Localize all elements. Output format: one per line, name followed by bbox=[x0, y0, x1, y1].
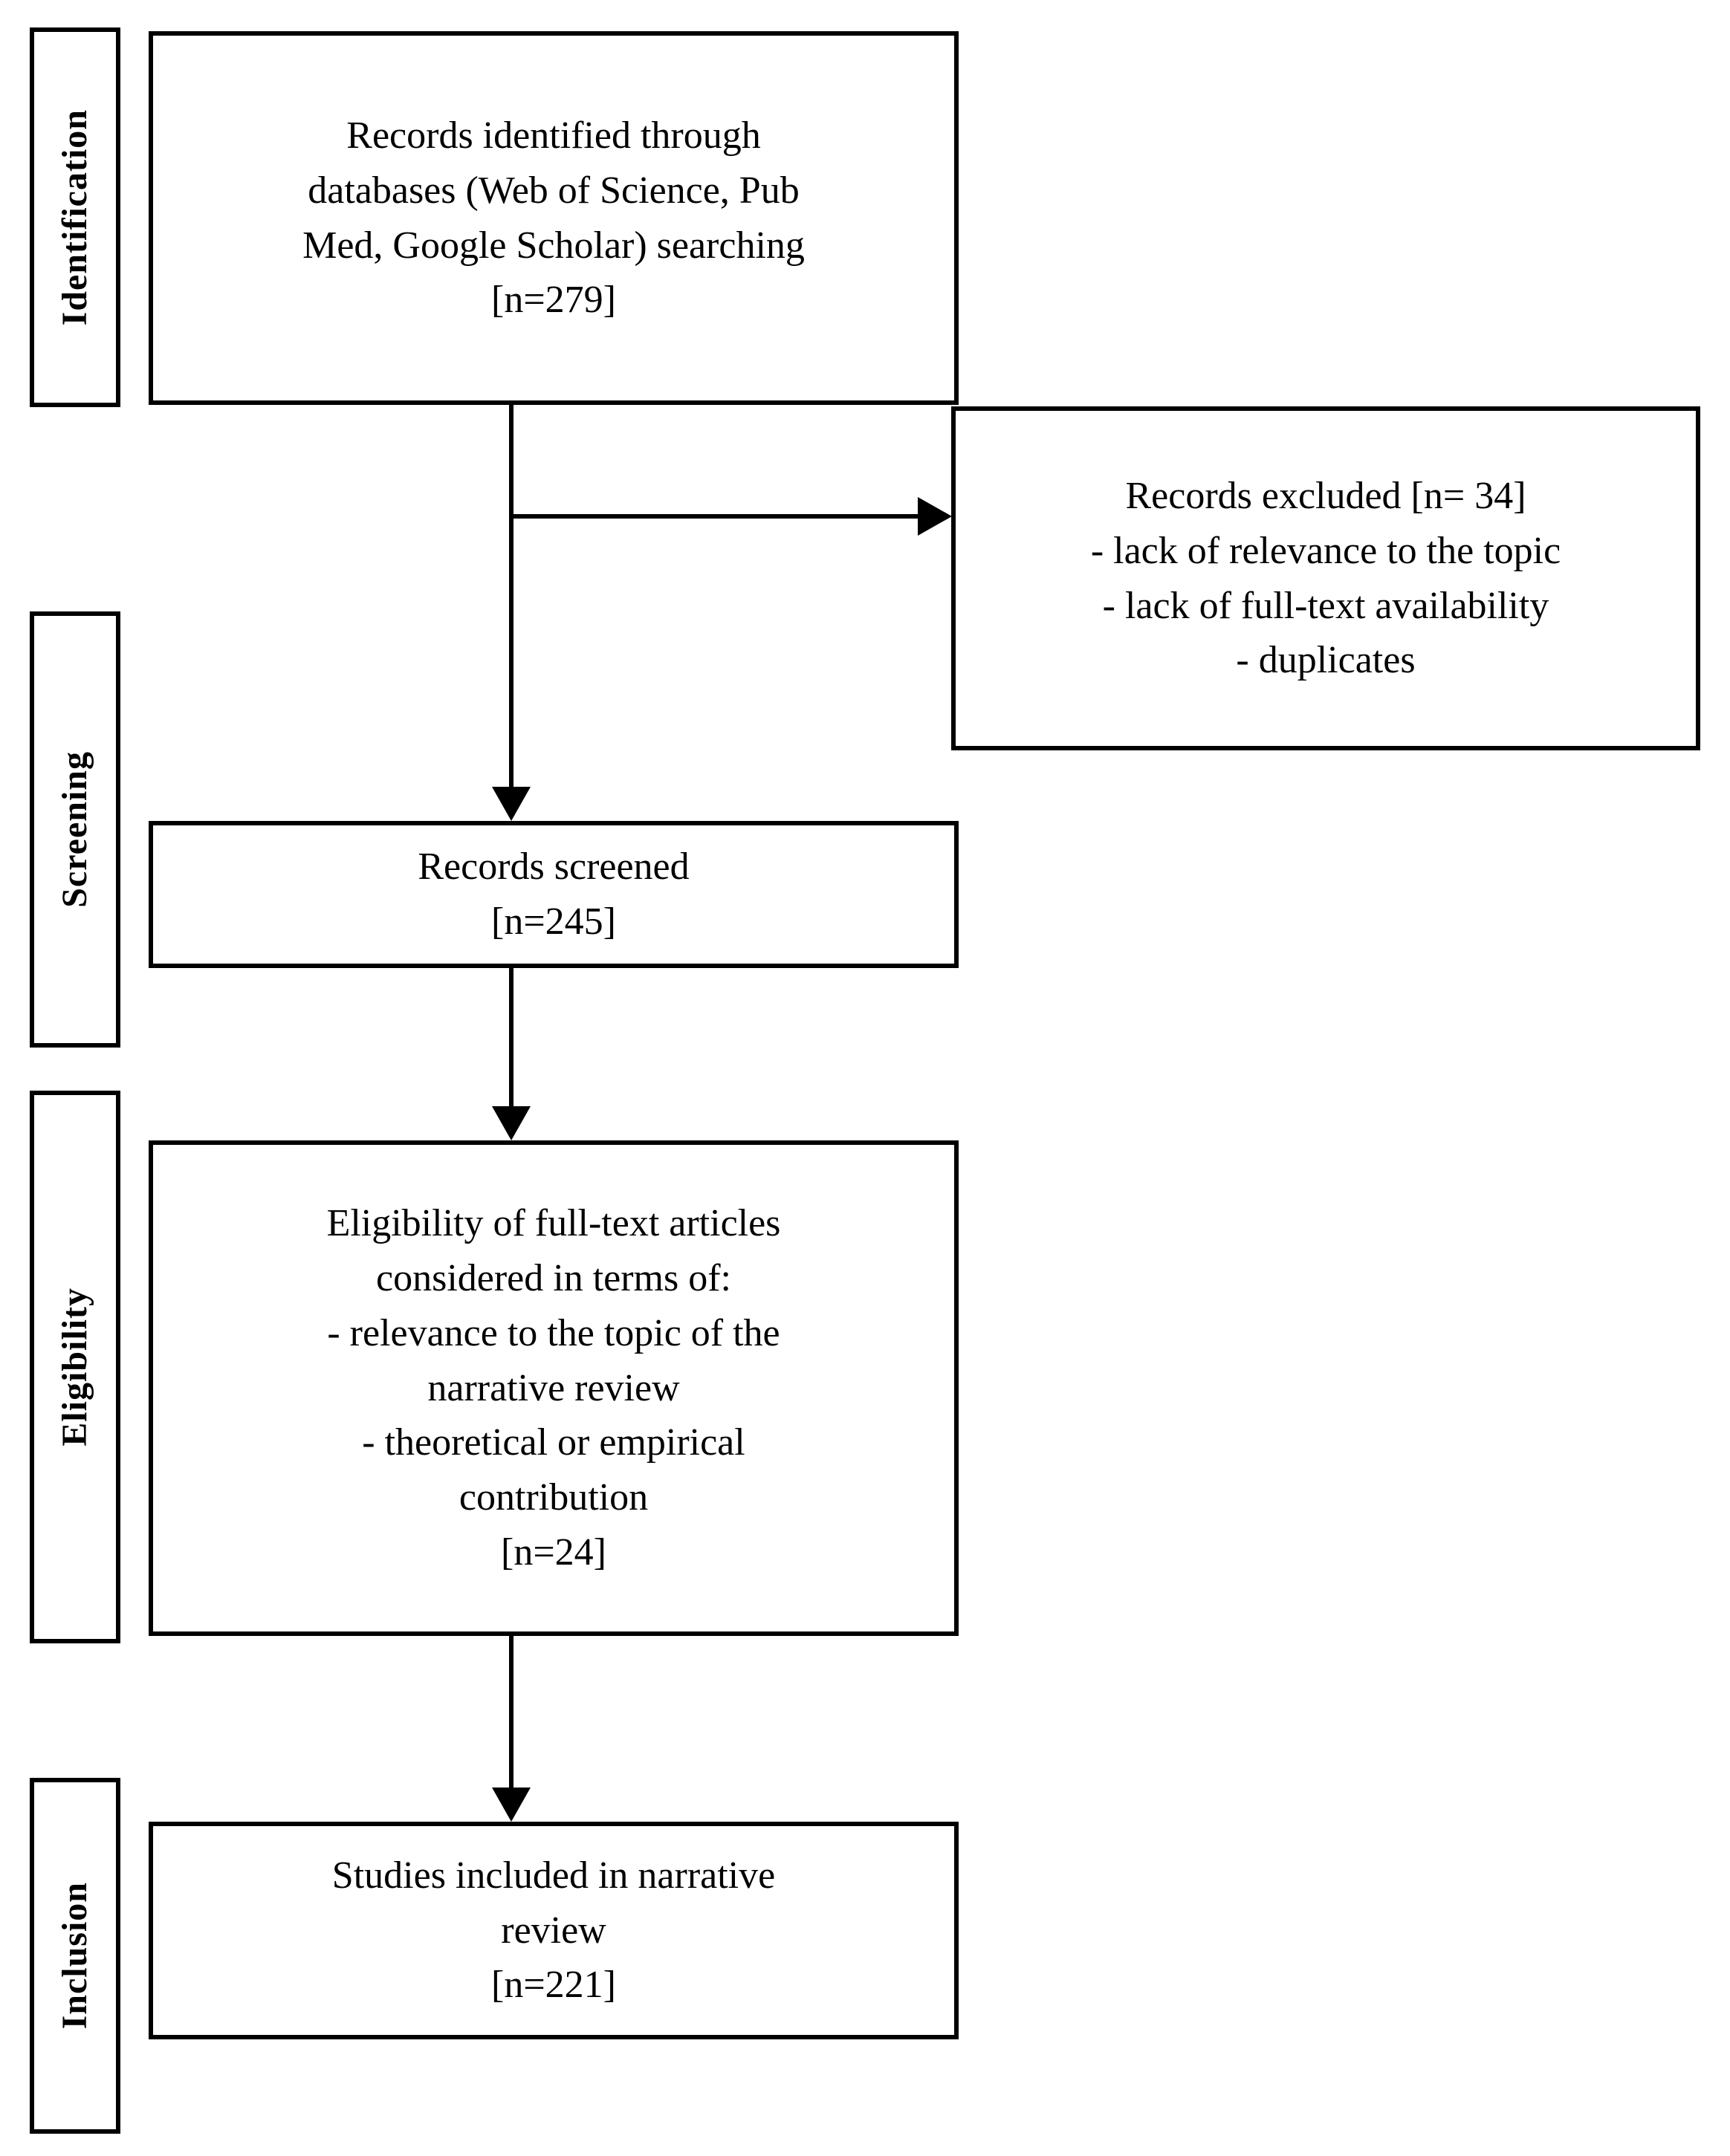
box-records-excluded-reason-2: - lack of full-text availability bbox=[1102, 584, 1549, 627]
stage-box-identification: Identification bbox=[30, 27, 120, 407]
connector-screened-to-eligibility-line bbox=[509, 968, 514, 1106]
box-eligibility-criterion-2b: contribution bbox=[459, 1476, 649, 1519]
box-records-screened-title: Records screened bbox=[418, 845, 690, 889]
box-records-excluded-reason-1: - lack of relevance to the topic bbox=[1090, 529, 1561, 572]
connector-screened-to-eligibility-arrowhead bbox=[492, 1106, 531, 1140]
box-eligibility-line-2: considered in terms of: bbox=[376, 1256, 731, 1299]
connector-identified-to-excluded-arrowhead bbox=[918, 497, 952, 536]
connector-identified-to-excluded-line bbox=[509, 514, 918, 519]
box-eligibility-count: [n=24] bbox=[501, 1531, 606, 1574]
connector-identified-to-screened-arrowhead bbox=[492, 787, 531, 821]
stage-label-eligibility: Eligibility bbox=[55, 1288, 94, 1446]
box-studies-included-line-2: review bbox=[501, 1909, 606, 1952]
box-eligibility-criterion-1b: narrative review bbox=[427, 1366, 680, 1409]
box-eligibility-criterion-2a: - theoretical or empirical bbox=[362, 1421, 745, 1464]
box-eligibility: Eligibility of full-text articles consid… bbox=[149, 1140, 959, 1636]
connector-eligibility-to-included-arrowhead bbox=[492, 1788, 531, 1822]
box-records-identified: Records identified through databases (We… bbox=[149, 31, 959, 405]
connector-eligibility-to-included-line bbox=[509, 1636, 514, 1788]
box-eligibility-line-1: Eligibility of full-text articles bbox=[326, 1202, 781, 1245]
box-records-identified-line-2: databases (Web of Science, Pub bbox=[308, 169, 800, 212]
stage-box-inclusion: Inclusion bbox=[30, 1778, 120, 2134]
box-records-screened-count: [n=245] bbox=[491, 900, 616, 943]
box-records-excluded: Records excluded [n= 34] - lack of relev… bbox=[951, 406, 1700, 750]
box-records-excluded-reason-3: - duplicates bbox=[1236, 639, 1416, 682]
stage-box-eligibility: Eligibility bbox=[30, 1091, 120, 1643]
box-studies-included-line-1: Studies included in narrative bbox=[331, 1854, 776, 1897]
box-records-excluded-count: Records excluded [n= 34] bbox=[1125, 474, 1526, 517]
stage-label-inclusion: Inclusion bbox=[55, 1882, 94, 2030]
box-records-identified-line-3: Med, Google Scholar) searching bbox=[302, 224, 805, 267]
stage-label-screening: Screening bbox=[55, 751, 94, 908]
box-studies-included-count: [n=221] bbox=[491, 1964, 616, 2007]
stage-label-identification: Identification bbox=[55, 108, 94, 326]
box-eligibility-criterion-1a: - relevance to the topic of the bbox=[327, 1311, 780, 1354]
box-studies-included: Studies included in narrative review [n=… bbox=[149, 1822, 959, 2039]
box-records-screened: Records screened [n=245] bbox=[149, 821, 959, 968]
box-records-identified-count: [n=279] bbox=[491, 279, 616, 322]
connector-identified-to-screened-line bbox=[509, 405, 514, 787]
stage-box-screening: Screening bbox=[30, 611, 120, 1048]
box-records-identified-line-1: Records identified through bbox=[346, 114, 761, 157]
